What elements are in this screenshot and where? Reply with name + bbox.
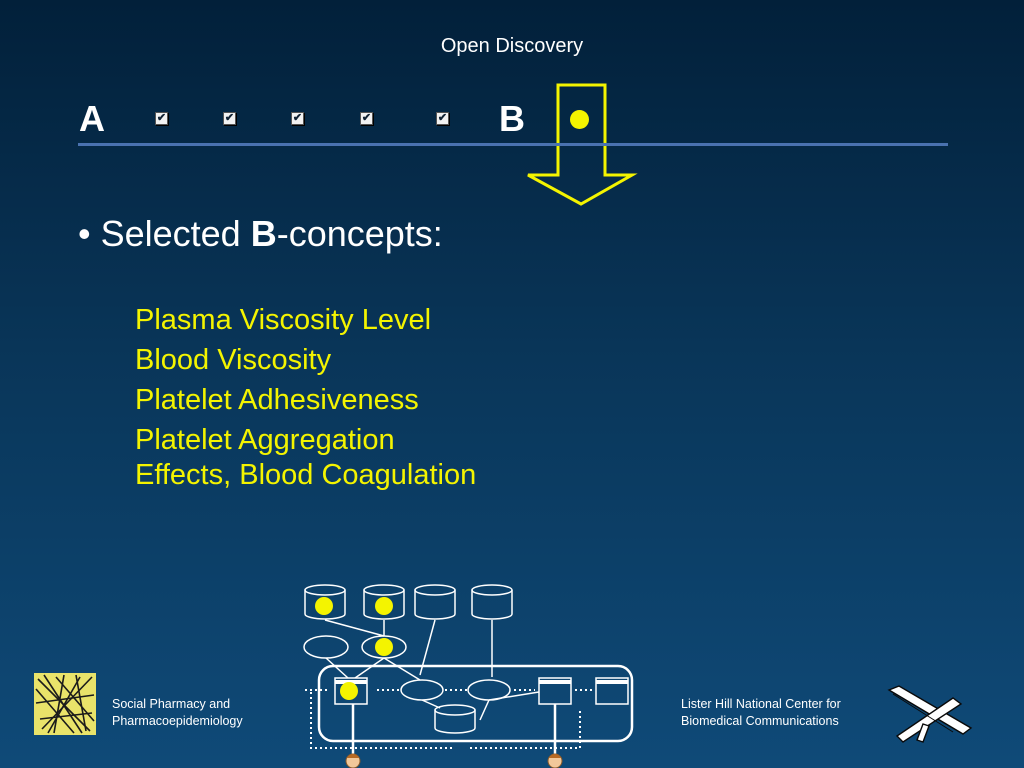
concept-list: Plasma Viscosity Level Blood Viscosity P… [135, 300, 476, 494]
doc-box [595, 677, 629, 705]
divider-rule [78, 143, 948, 146]
footer-left-line2: Pharmacoepidemiology [112, 714, 243, 728]
person-icon [345, 753, 361, 768]
checkbox-icon: ✔ [436, 112, 449, 125]
bullet-suffix: -concepts: [276, 213, 443, 254]
footer-right-line1: Lister Hill National Center for [681, 697, 841, 711]
database-node [363, 584, 405, 620]
network-diagram [303, 584, 634, 768]
person-icon [547, 753, 563, 768]
bullet-prefix: • Selected [78, 213, 251, 254]
yellow-dot-icon [570, 110, 589, 129]
concept-item: Effects, Blood Coagulation [135, 459, 477, 491]
bullet-bold-b: B [250, 213, 277, 254]
logo-left-icon [34, 673, 96, 735]
label-b: B [499, 98, 525, 139]
footer-left: Social Pharmacy and Pharmacoepidemiology [112, 696, 243, 730]
checkbox-icon: ✔ [291, 112, 304, 125]
database-node [434, 704, 476, 734]
concept-oval [400, 679, 444, 701]
concept-item: Blood Viscosity [135, 344, 332, 376]
footer-left-line1: Social Pharmacy and [112, 697, 231, 711]
label-a: A [79, 98, 105, 139]
database-node [304, 584, 346, 620]
checkbox-icon: ✔ [155, 112, 168, 125]
database-node [471, 584, 513, 620]
concept-item: Plasma Viscosity Level [135, 304, 432, 336]
slide-title: Open Discovery [440, 35, 584, 57]
doc-box [334, 677, 368, 705]
footer-right-line2: Biomedical Communications [681, 714, 839, 728]
checkbox-icon: ✔ [360, 112, 373, 125]
checkbox-icon: ✔ [223, 112, 236, 125]
database-node [414, 584, 456, 620]
logo-right-icon [887, 685, 973, 743]
bullet-selected-concepts: • Selected B-concepts: [78, 213, 443, 255]
concept-oval [303, 635, 349, 659]
concept-item: Platelet Aggregation [135, 424, 395, 456]
footer-right: Lister Hill National Center for Biomedic… [681, 696, 841, 730]
concept-item: Platelet Adhesiveness [135, 384, 419, 416]
down-arrow-icon [527, 83, 638, 206]
